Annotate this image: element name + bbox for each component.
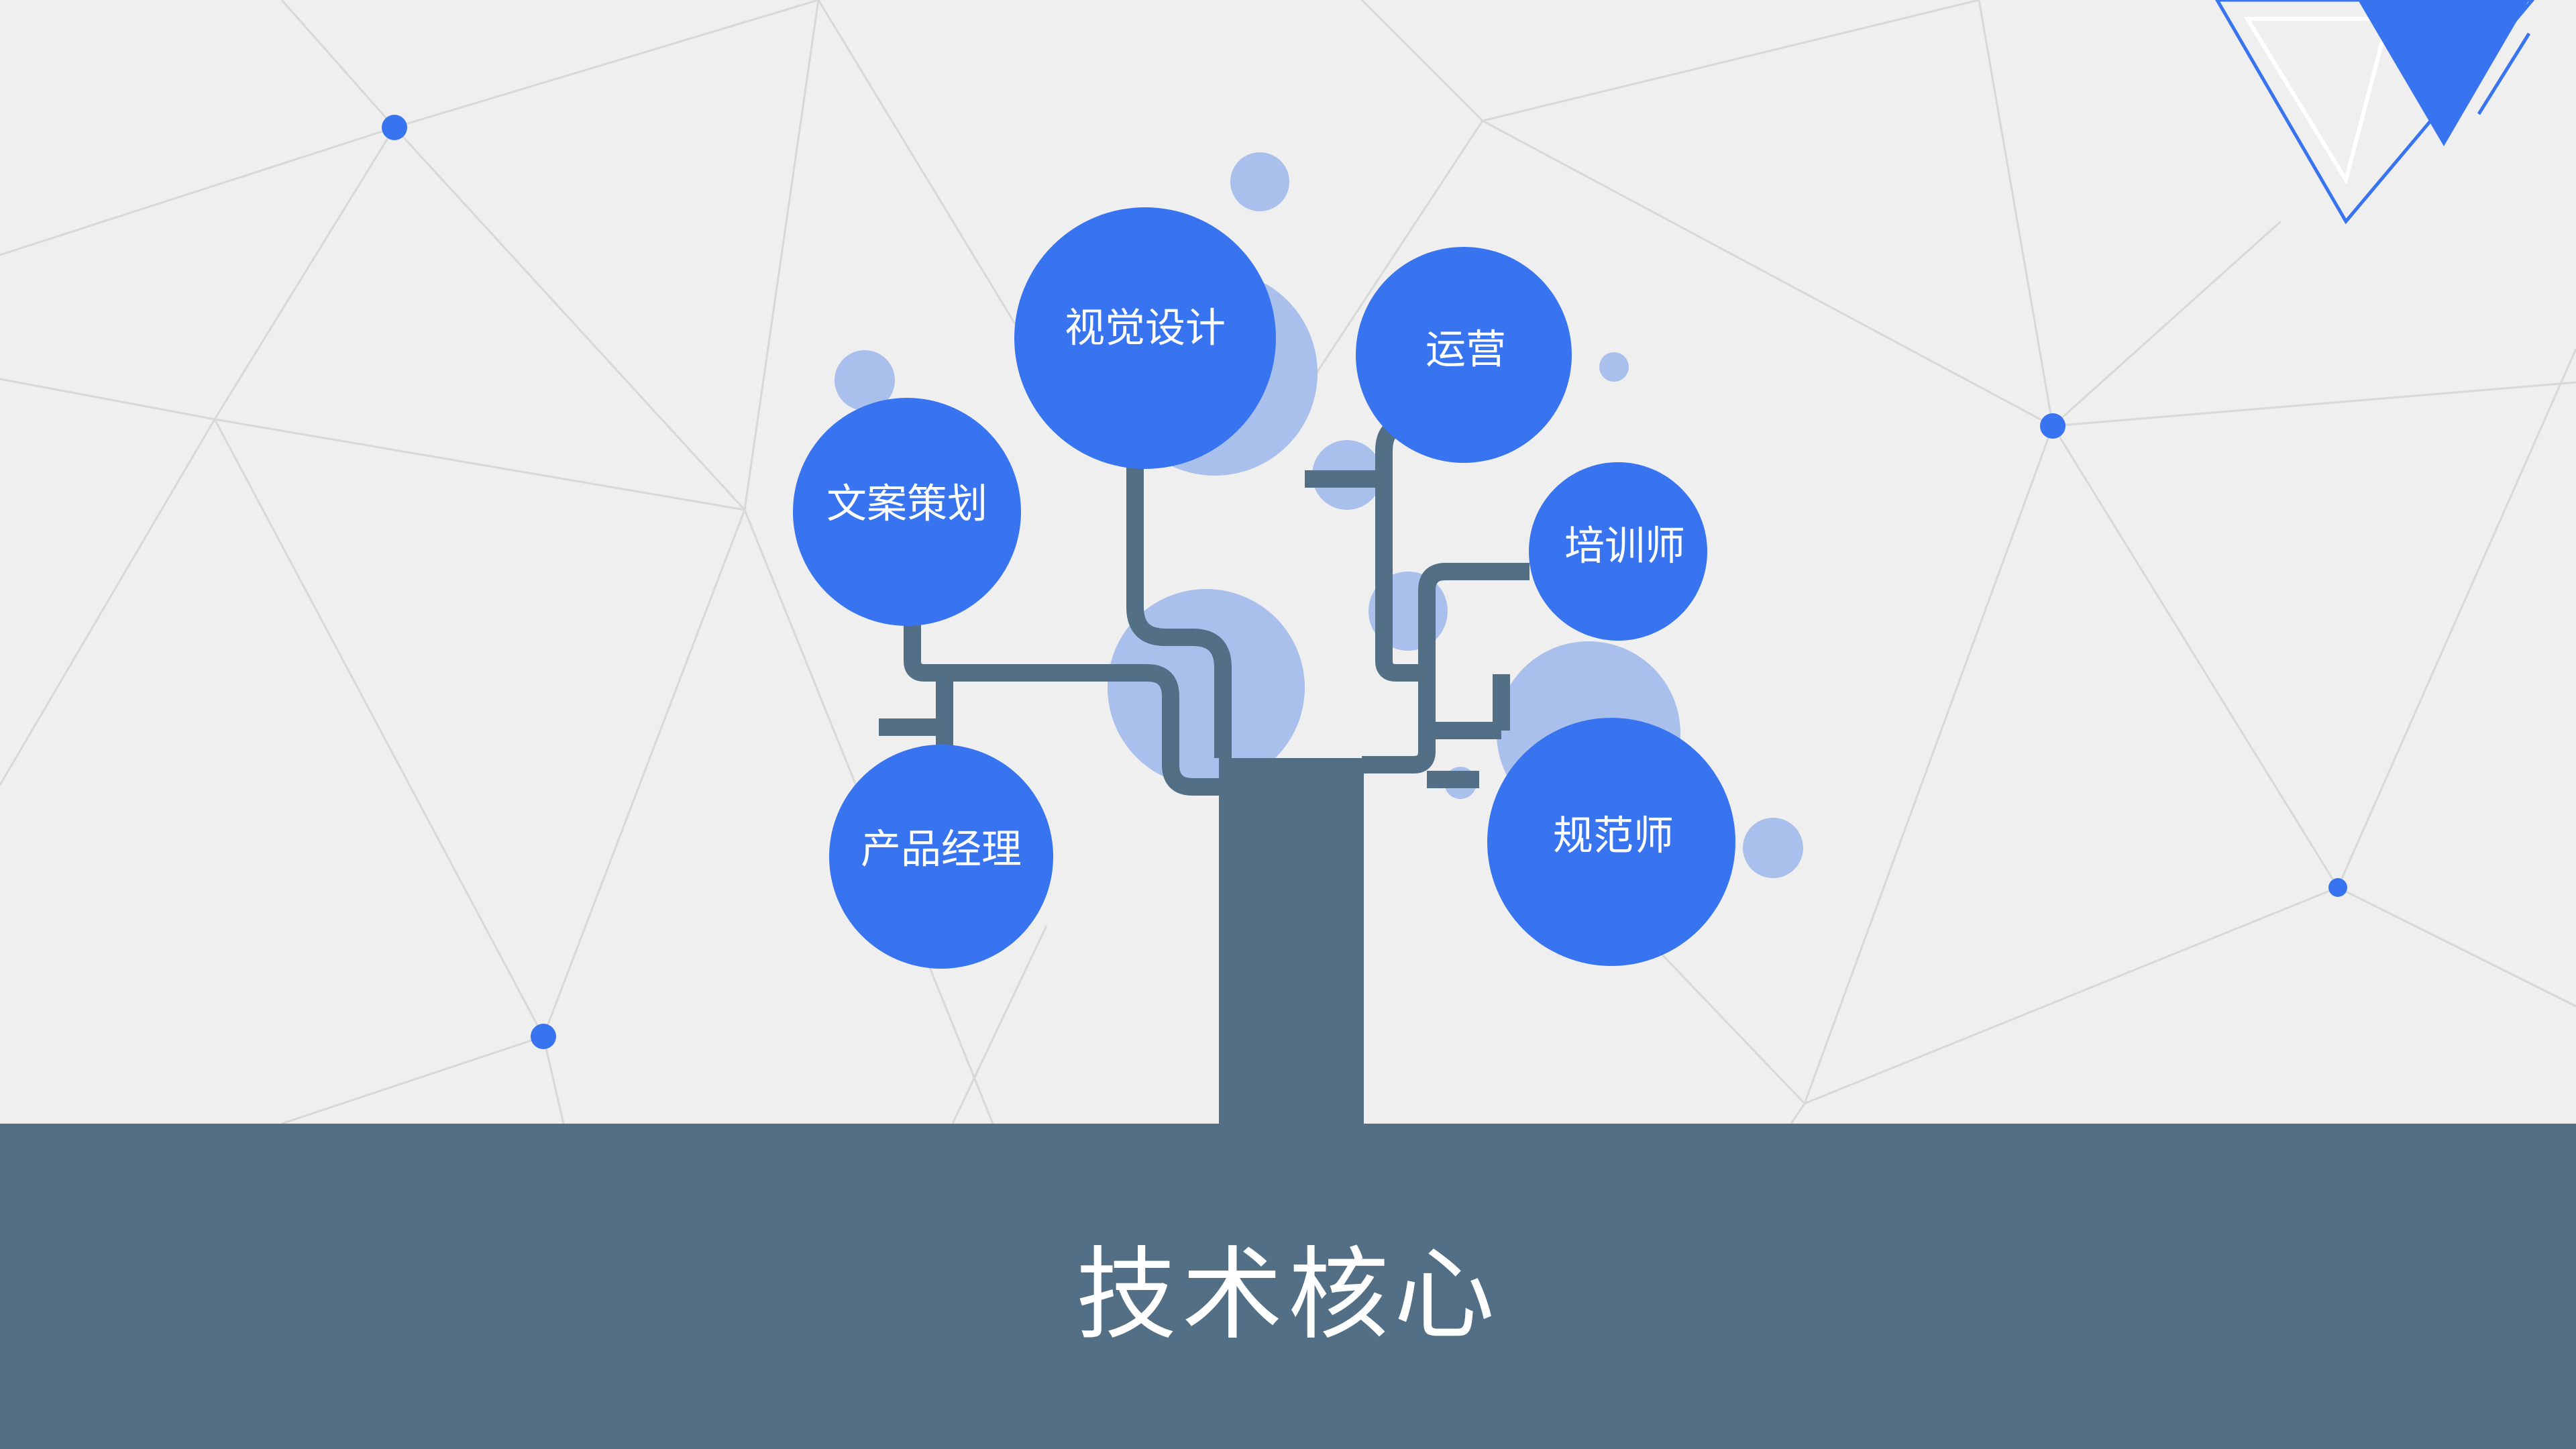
role-node-operations: 运营	[1356, 247, 1572, 463]
network-dots	[382, 115, 2347, 1049]
footer-band	[0, 1124, 2576, 1449]
role-node-standards: 规范师	[1487, 718, 1735, 966]
role-label: 文案策划	[826, 481, 987, 528]
role-label: 运营	[1426, 327, 1506, 374]
triangle-decoration	[2215, 0, 2535, 225]
slide-title: 技术核心	[1075, 1237, 1500, 1354]
role-node-copywriting: 文案策划	[793, 398, 1021, 626]
role-node-trainer: 培训师	[1529, 462, 1707, 641]
background-network	[0, 0, 2576, 1125]
role-node-product-manager: 产品经理	[829, 745, 1053, 969]
role-label: 规范师	[1553, 813, 1674, 860]
role-label: 产品经理	[861, 826, 1022, 873]
tree-trunk	[1219, 758, 1364, 1134]
role-node-visual-design: 视觉设计	[1014, 207, 1276, 469]
role-label: 培训师	[1564, 523, 1685, 570]
role-label: 视觉设计	[1065, 305, 1226, 352]
